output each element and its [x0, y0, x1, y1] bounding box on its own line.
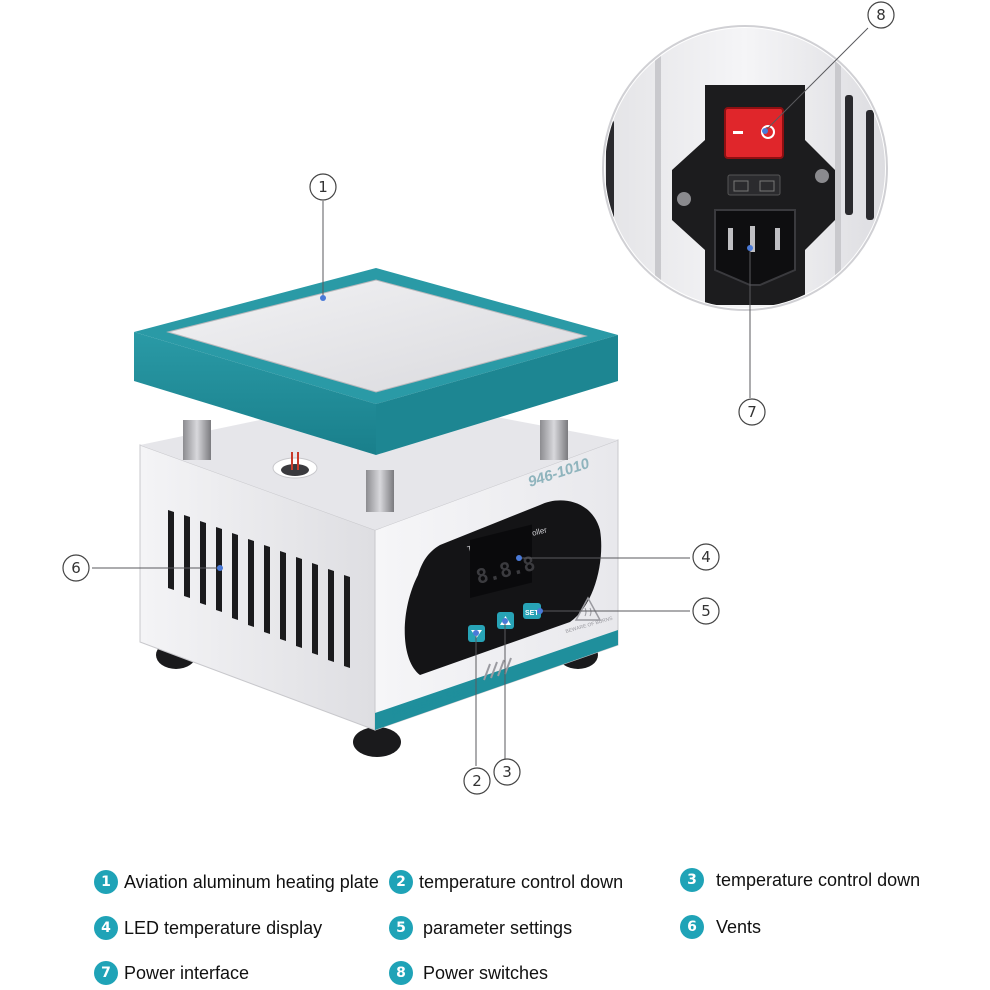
legend-text: Power switches — [423, 962, 549, 983]
led-display — [470, 524, 532, 598]
vents — [168, 510, 350, 668]
legend-badge: 1 — [94, 870, 118, 894]
legend-item-6: 6 Vents — [680, 912, 761, 942]
callout-5: 5 — [692, 597, 720, 625]
foot-front — [353, 727, 401, 757]
legend-text: parameter settings — [423, 917, 573, 938]
legend-text: LED temperature display — [124, 917, 323, 938]
legend-badge: 7 — [94, 961, 118, 985]
legend-item-5: 5 parameter settings — [389, 913, 572, 943]
legend-item-3: 3 temperature control down — [680, 865, 920, 895]
legend-item-1: 1 Aviation aluminum heating plate — [94, 867, 379, 897]
pillar-front — [366, 470, 394, 512]
callout-3: 3 — [493, 758, 521, 786]
legend-badge: 2 — [389, 870, 413, 894]
legend-badge: 6 — [680, 915, 704, 939]
legend-badge: 4 — [94, 916, 118, 940]
svg-text:1: 1 — [318, 178, 328, 196]
callout-7: 7 — [738, 398, 766, 426]
legend-item-2: 2 temperature control down — [389, 867, 623, 897]
pillar-left — [183, 420, 211, 460]
svg-text:2: 2 — [472, 772, 482, 790]
legend-text: temperature control down — [716, 869, 921, 890]
legend-text: Aviation aluminum heating plate — [124, 871, 379, 892]
svg-text:7: 7 — [747, 403, 757, 421]
legend-badge: 3 — [680, 868, 704, 892]
set-button-label: SET — [525, 610, 539, 617]
svg-text:4: 4 — [701, 548, 711, 566]
legend: 1 Aviation aluminum heating plate 2 temp… — [0, 855, 990, 990]
legend-item-4: 4 LED temperature display — [94, 913, 322, 943]
callout-4: 4 — [692, 543, 720, 571]
burn-warning-icon — [574, 596, 602, 621]
power-zoom-inset — [602, 25, 888, 311]
pillar-right — [540, 420, 568, 460]
preheating-station: Preheating Station 946-1010 Temperature … — [134, 268, 619, 757]
svg-text:3: 3 — [502, 763, 512, 781]
product-illustration: Preheating Station 946-1010 Temperature … — [62, 1, 895, 795]
brand-strip — [375, 630, 618, 730]
callout-dots — [217, 128, 768, 636]
callout-8: 8 — [867, 1, 895, 29]
legend-badge: 5 — [389, 916, 413, 940]
legend-item-8: 8 Power switches — [389, 958, 548, 988]
svg-text:5: 5 — [701, 602, 711, 620]
svg-text:6: 6 — [71, 559, 81, 577]
screw-left — [677, 192, 691, 206]
aluminum-heating-plate — [166, 279, 588, 393]
legend-text: Vents — [716, 916, 762, 937]
callout-leaders — [92, 27, 869, 766]
legend-text: temperature control down — [419, 871, 624, 892]
legend-badge: 8 — [389, 961, 413, 985]
callout-6: 6 — [62, 554, 90, 582]
decor-stripes — [483, 657, 512, 681]
legend-text: Power interface — [124, 962, 250, 983]
callout-1: 1 — [309, 173, 337, 201]
legend-item-7: 7 Power interface — [94, 958, 249, 988]
heating-plate-right — [376, 335, 618, 455]
callout-2: 2 — [463, 767, 491, 795]
svg-text:8: 8 — [876, 6, 886, 24]
screw-right — [815, 169, 829, 183]
heating-plate-left — [134, 332, 376, 455]
set-button[interactable] — [523, 603, 541, 619]
power-switch[interactable] — [724, 107, 784, 159]
